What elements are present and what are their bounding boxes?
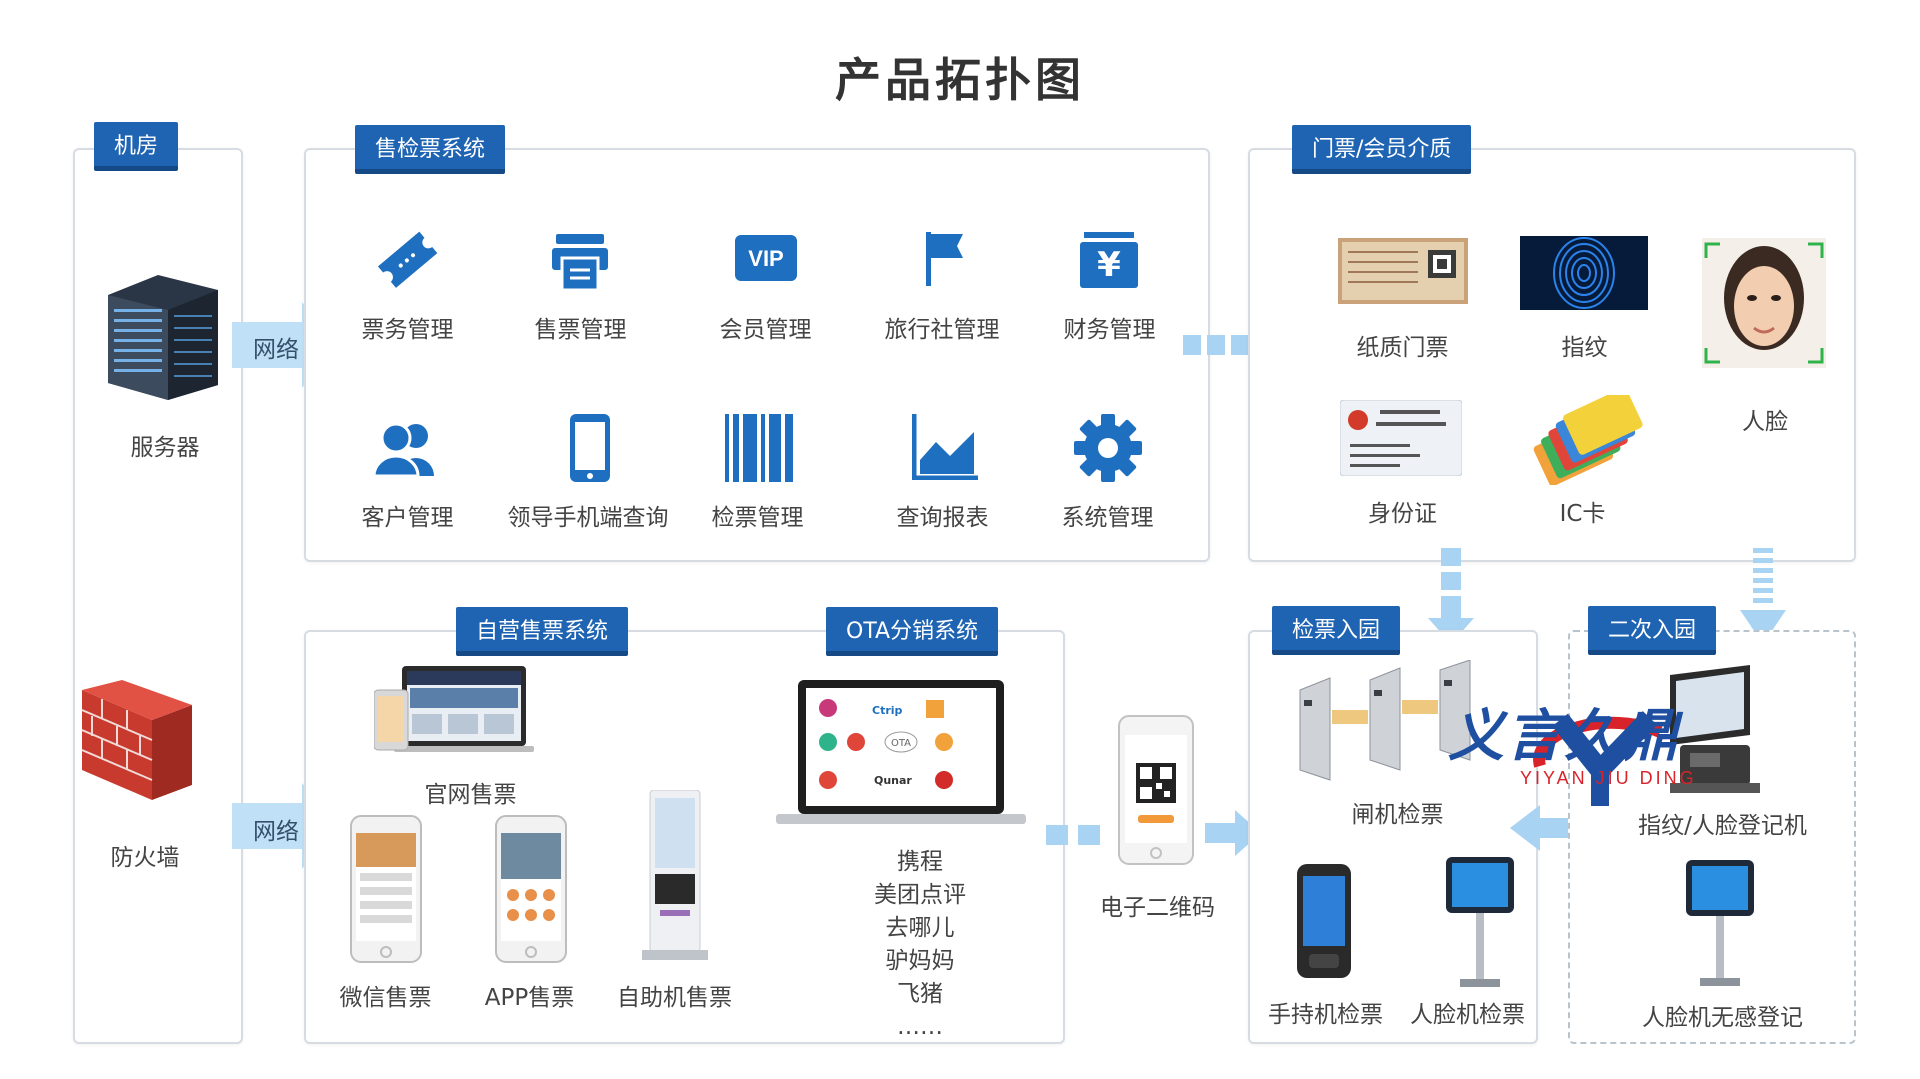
watermark-cn: 义言久鼎 [1448, 704, 1680, 769]
network-label-bottom: 网络 [253, 819, 299, 845]
paper-ticket-image [1338, 238, 1468, 304]
ota-tag: OTA分销系统 [826, 607, 999, 656]
svg-text:Ctrip: Ctrip [872, 704, 903, 717]
gear-icon [1074, 414, 1142, 482]
ota-laptop-image: Ctrip Qunar OTA [776, 680, 1026, 824]
ota-channel-item: 驴妈妈 [885, 948, 955, 974]
self-sale-tag: 自营售票系统 [456, 607, 629, 656]
arrow-qr-to-checkin [1205, 810, 1261, 856]
server-rack-icon [108, 275, 218, 400]
handheld-device-image [1297, 864, 1351, 978]
media-label-fingerprint: 指纹 [1561, 335, 1608, 361]
ticketing-item-label: 旅行社管理 [884, 317, 1000, 343]
ota-laptop-center-text: OTA [891, 738, 911, 749]
vip-icon: VIP [735, 235, 797, 281]
watermark-en: YIYAN JIU DING [1520, 768, 1697, 788]
yuan-icon: ¥ [1080, 232, 1138, 288]
checkin-label-handheld: 手持机检票 [1268, 1002, 1383, 1028]
noninductive-face-terminal-image [1686, 860, 1754, 986]
second-entry-label-face: 人脸机无感登记 [1642, 1005, 1803, 1031]
ticketing-item-label: 票务管理 [361, 317, 454, 343]
ticket-icon [377, 231, 438, 288]
checkin-label-face: 人脸机检票 [1410, 1002, 1525, 1028]
ticketing-tag: 售检票系统 [355, 125, 506, 174]
ota-channel-item: 去哪儿 [885, 915, 955, 941]
svg-text:¥: ¥ [1097, 245, 1121, 285]
arrow-ota-to-qr [1046, 825, 1100, 845]
yiyan-logo-mark [1533, 711, 1663, 806]
face-image [1702, 238, 1826, 368]
checkin-tag: 检票入园 [1272, 606, 1401, 655]
registration-kiosk-image [1670, 665, 1760, 793]
server-room-tag: 机房 [94, 122, 179, 171]
arrow-second-entry-to-checkin [1510, 805, 1580, 851]
ticketing-item-label: 领导手机端查询 [507, 505, 669, 531]
server-label: 服务器 [130, 435, 200, 461]
self-sale-label-kiosk: 自助机售票 [617, 985, 732, 1011]
firewall-label: 防火墙 [110, 845, 180, 871]
second-entry-label-register: 指纹/人脸登记机 [1638, 813, 1807, 839]
ticketing-item-label: 检票管理 [711, 505, 804, 531]
svg-text:VIP: VIP [748, 246, 783, 271]
self-sale-label-website: 官网售票 [424, 782, 517, 808]
ticketing-item-label: 财务管理 [1063, 317, 1156, 343]
barcode-icon [725, 414, 793, 482]
media-tag: 门票/会员介质 [1292, 125, 1472, 174]
ota-channel-item: 飞猪 [897, 981, 943, 1007]
ticketing-item-label: 客户管理 [361, 505, 454, 531]
app-phone-image [495, 815, 567, 963]
users-icon [372, 422, 434, 478]
ota-channel-list: 携程 美团点评 去哪儿 驴妈妈 飞猪 …… [840, 846, 1000, 1044]
qr-label: 电子二维码 [1100, 895, 1215, 921]
ic-cards-image [1533, 395, 1643, 485]
arrow-media-to-second-entry [1740, 548, 1786, 644]
ticketing-item-label: 查询报表 [896, 505, 989, 531]
media-label-ic-card: IC卡 [1559, 501, 1606, 527]
flag-icon [926, 232, 963, 286]
wechat-phone-image [350, 815, 422, 963]
self-sale-label-app: APP售票 [484, 985, 575, 1011]
turnstile-gate-image [1299, 660, 1471, 781]
area-chart-icon [912, 414, 978, 480]
phone-icon [570, 414, 610, 482]
page-title: 产品拓扑图 [835, 53, 1085, 107]
ticketing-item-label: 系统管理 [1061, 505, 1154, 531]
arrow-media-to-checkin [1428, 548, 1474, 644]
ticketing-item-label: 售票管理 [534, 317, 627, 343]
website-devices-image [374, 666, 534, 752]
firewall-icon [82, 680, 192, 800]
second-entry-tag: 二次入园 [1588, 606, 1717, 655]
checkin-label-gate: 闸机检票 [1351, 802, 1444, 828]
kiosk-image [642, 790, 708, 960]
svg-text:Qunar: Qunar [874, 774, 912, 787]
media-label-paper: 纸质门票 [1356, 335, 1449, 361]
id-card-image [1340, 400, 1462, 476]
printer-icon [552, 234, 608, 292]
fingerprint-image [1520, 236, 1648, 310]
media-label-id-card: 身份证 [1368, 501, 1437, 527]
ota-channel-item: 美团点评 [874, 882, 966, 908]
ticketing-item-label: 会员管理 [719, 317, 812, 343]
network-label-top: 网络 [253, 337, 299, 363]
ota-channel-item: …… [897, 1014, 943, 1040]
face-terminal-image [1446, 857, 1514, 987]
watermark: 义言久鼎 YIYAN JIU DING [1448, 706, 1718, 789]
media-label-face: 人脸 [1742, 409, 1788, 435]
ota-channel-item: 携程 [897, 849, 943, 875]
self-sale-label-wechat: 微信售票 [339, 985, 432, 1011]
qr-phone-image [1118, 715, 1194, 865]
